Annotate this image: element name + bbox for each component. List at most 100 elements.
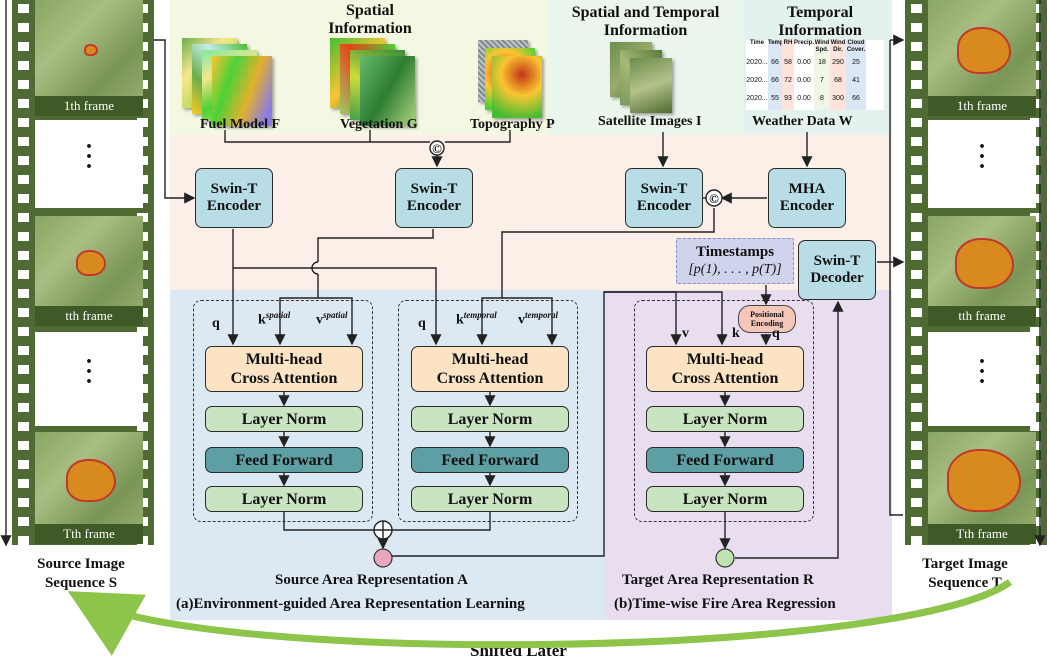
- film-sprocket-hole: [18, 422, 29, 431]
- film-sprocket-hole: [1030, 327, 1041, 336]
- weather-cell: 25: [852, 59, 860, 66]
- feed-forward-spatial[interactable]: Feed Forward: [205, 447, 363, 473]
- film-sprocket-hole: [18, 4, 29, 13]
- film-sprocket-hole: [137, 422, 148, 431]
- film-sprocket-hole: [911, 384, 922, 393]
- film-sprocket-hole: [911, 232, 922, 241]
- film-sprocket-hole: [911, 99, 922, 108]
- layer-norm-regression-1[interactable]: Layer Norm: [646, 406, 804, 432]
- weather-cell: 66: [771, 59, 779, 66]
- satellite-label: Satellite Images I: [598, 114, 702, 129]
- image-frame: tth frame: [928, 216, 1036, 326]
- film-sprocket-hole: [911, 498, 922, 507]
- swin-t-decoder[interactable]: Swin-T Decoder: [798, 240, 876, 300]
- film-sprocket-hole: [18, 479, 29, 488]
- film-sprocket-hole: [911, 42, 922, 51]
- layer-norm-spatial-2[interactable]: Layer Norm: [205, 486, 363, 512]
- vegetation-image: [360, 56, 415, 126]
- film-sprocket-hole: [911, 194, 922, 203]
- frame-ellipsis: ···: [928, 120, 1036, 208]
- film-sprocket-hole: [18, 460, 29, 469]
- film-sprocket-hole: [18, 308, 29, 317]
- image-frame: Tth frame: [35, 432, 143, 544]
- film-sprocket-hole: [911, 80, 922, 89]
- source-area-representation: Source Area Representation A: [275, 572, 468, 588]
- weather-label: Weather Data W: [752, 114, 853, 129]
- section-b-caption: (b)Time-wise Fire Area Regression: [614, 596, 836, 612]
- swin-t-encoder-spatial[interactable]: Swin-T Encoder: [395, 168, 473, 228]
- source-sequence-label: Source Image Sequence S: [37, 556, 125, 591]
- temporal-info-title: Temporal Information: [778, 4, 862, 39]
- v-label-regression: v: [682, 326, 689, 341]
- film-sprocket-hole: [18, 270, 29, 279]
- film-sprocket-hole: [18, 23, 29, 32]
- film-sprocket-hole: [18, 441, 29, 450]
- layer-norm-temporal-2[interactable]: Layer Norm: [411, 486, 569, 512]
- frame-caption: tth frame: [928, 306, 1036, 326]
- film-sprocket-hole: [911, 156, 922, 165]
- film-sprocket-hole: [18, 536, 29, 545]
- fire-area: [947, 448, 1021, 513]
- feed-forward-regression[interactable]: Feed Forward: [646, 447, 804, 473]
- film-sprocket-hole: [911, 422, 922, 431]
- weather-cell: 8: [820, 95, 824, 102]
- spatial-info-title: Spatial Information: [328, 2, 412, 37]
- film-sprocket-hole: [18, 346, 29, 355]
- frame-caption: Tth frame: [928, 524, 1036, 544]
- fire-area: [66, 458, 116, 502]
- film-sprocket-hole: [18, 289, 29, 298]
- frame-caption: tth frame: [35, 306, 143, 326]
- film-sprocket-hole: [18, 327, 29, 336]
- image-frame: Tth frame: [928, 432, 1036, 544]
- film-sprocket-hole: [911, 118, 922, 127]
- feed-forward-temporal[interactable]: Feed Forward: [411, 447, 569, 473]
- weather-cell: 18: [818, 59, 826, 66]
- layer-norm-spatial-1[interactable]: Layer Norm: [205, 406, 363, 432]
- layer-norm-temporal-1[interactable]: Layer Norm: [411, 406, 569, 432]
- section-a-caption: (a)Environment-guided Area Representatio…: [176, 596, 525, 612]
- film-sprocket-hole: [18, 175, 29, 184]
- film-sprocket-hole: [911, 270, 922, 279]
- fuel-model-image: [212, 56, 272, 126]
- mhca-spatial[interactable]: Multi-head Cross Attention: [205, 346, 363, 392]
- weather-cell: 2020...: [746, 95, 768, 102]
- layer-norm-regression-2[interactable]: Layer Norm: [646, 486, 804, 512]
- film-sprocket-hole: [911, 346, 922, 355]
- frame-caption: 1th frame: [35, 96, 143, 116]
- film-sprocket-hole: [18, 118, 29, 127]
- film-sprocket-hole: [911, 403, 922, 412]
- k-label-regression: k: [732, 326, 740, 341]
- film-sprocket-hole: [911, 251, 922, 260]
- mha-encoder[interactable]: MHA Encoder: [768, 168, 846, 228]
- frame-caption: 1th frame: [928, 96, 1036, 116]
- topography-label: Topography P: [470, 117, 555, 132]
- mhca-regression[interactable]: Multi-head Cross Attention: [646, 346, 804, 392]
- weather-cell: 55: [771, 95, 779, 102]
- film-sprocket-hole: [911, 536, 922, 545]
- film-sprocket-hole: [18, 498, 29, 507]
- swin-t-encoder-source[interactable]: Swin-T Encoder: [195, 168, 273, 228]
- mhca-temporal[interactable]: Multi-head Cross Attention: [411, 346, 569, 392]
- weather-cell: 0.00: [797, 95, 811, 102]
- weather-cell: 0.00: [797, 59, 811, 66]
- film-sprocket-hole: [911, 365, 922, 374]
- weather-cell: 7: [820, 77, 824, 84]
- weather-header: Wind Dir.: [830, 40, 846, 53]
- film-sprocket-hole: [911, 308, 922, 317]
- fuel-model-label: Fuel Model F: [200, 117, 281, 132]
- weather-cell: 2020...: [746, 77, 768, 84]
- timestamps-title: Timestamps: [695, 244, 775, 260]
- film-sprocket-hole: [18, 232, 29, 241]
- film-sprocket-hole: [18, 517, 29, 526]
- swin-t-encoder-satellite[interactable]: Swin-T Encoder: [625, 168, 703, 228]
- frame-ellipsis: ···: [35, 332, 143, 426]
- target-film-strip: 1th frame ··· tth frame ··· Tth frame: [905, 0, 1047, 545]
- source-film-strip: 1th frame···tth frame···Tth frame: [12, 0, 154, 545]
- v-label-temporal: vtemporal: [518, 310, 558, 328]
- vertical-ellipsis: ···: [977, 349, 986, 395]
- weather-cell: 66: [771, 77, 779, 84]
